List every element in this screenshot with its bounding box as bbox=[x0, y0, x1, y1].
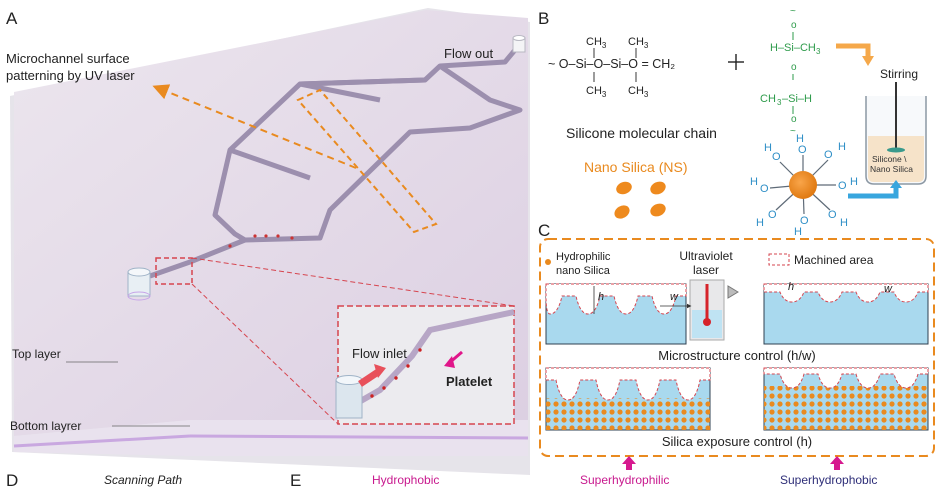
chip-side bbox=[14, 420, 528, 456]
microchannel-network bbox=[149, 42, 523, 279]
w-symbol-tall: w bbox=[670, 291, 679, 303]
svg-text:O: O bbox=[824, 149, 833, 161]
chip-edge-line-right bbox=[189, 434, 529, 440]
svg-text:H: H bbox=[838, 141, 846, 153]
flow-out-label: Flow out bbox=[444, 46, 494, 61]
zoom-inset: Flow inlet Platelet bbox=[335, 305, 515, 425]
chain-formula: ~ O–Si–O–Si–O = CH₂ bbox=[548, 57, 675, 71]
svg-text:H: H bbox=[850, 176, 858, 188]
svg-text:o: o bbox=[791, 20, 797, 31]
svg-text:O: O bbox=[838, 180, 847, 192]
legend-silica-dot bbox=[545, 259, 551, 265]
annotation-line1: Microchannel surface bbox=[6, 51, 130, 66]
w-symbol-short: w bbox=[884, 283, 893, 295]
svg-text:~: ~ bbox=[790, 6, 796, 17]
silica-caption: Silica exposure control (h) bbox=[662, 434, 812, 449]
svg-text:~: ~ bbox=[790, 126, 796, 137]
channel-platelet-dots bbox=[228, 234, 294, 248]
flow-inlet-arrow bbox=[358, 369, 380, 387]
svg-text:O: O bbox=[798, 144, 807, 156]
zoom-source-box bbox=[155, 257, 193, 285]
ch3-bottom-2: CH3 bbox=[628, 85, 649, 99]
svg-text:H: H bbox=[764, 142, 772, 154]
silicone-chain-label: Silicone molecular chain bbox=[566, 125, 717, 141]
platelet-arrow bbox=[444, 356, 455, 368]
annotation-line2: patterning by UV laser bbox=[6, 68, 135, 83]
zoom-connector-top bbox=[191, 257, 515, 307]
legend-machined-swatch bbox=[768, 253, 790, 266]
svg-text:o: o bbox=[791, 114, 797, 125]
svg-text:H: H bbox=[794, 226, 802, 238]
laser-pattern-region bbox=[296, 88, 438, 234]
microstructure-block-tall: h w bbox=[545, 283, 692, 345]
outlet-port bbox=[512, 35, 526, 53]
superhydrophilic-label: Superhydrophilic bbox=[580, 473, 669, 487]
nano-silica-label: Nano Silica (NS) bbox=[584, 159, 687, 175]
h-symbol-short: h bbox=[788, 281, 794, 293]
beaker-label-1: Silicone \ bbox=[872, 154, 907, 164]
ch3-top-1: CH3 bbox=[586, 36, 607, 50]
svg-text:–Si–H: –Si–H bbox=[782, 93, 812, 105]
panel-e-label: E bbox=[290, 471, 301, 490]
svg-text:CH: CH bbox=[760, 93, 776, 105]
panel-b-label: B bbox=[538, 9, 549, 28]
beaker: Silicone \ Nano Silica bbox=[865, 82, 927, 185]
nano-silica-particles bbox=[614, 181, 666, 219]
legend-hydrophilic-line2: nano Silica bbox=[556, 265, 611, 277]
superhydrophobic-label: Superhydrophobic bbox=[780, 473, 877, 487]
legend-machined-label: Machined area bbox=[794, 253, 874, 267]
svg-text:O: O bbox=[760, 183, 769, 195]
svg-text:H: H bbox=[796, 133, 804, 145]
hydrophobic-label: Hydrophobic bbox=[372, 473, 439, 487]
svg-text:H: H bbox=[756, 217, 764, 229]
silica-block-shallow bbox=[545, 367, 711, 431]
inlet-port bbox=[127, 267, 151, 301]
bottom-layer-label: Bottom layrer bbox=[10, 419, 81, 433]
uv-label-1: Ultraviolet bbox=[679, 249, 733, 263]
silica-block-deep bbox=[763, 367, 929, 431]
panel-c: C Hydrophilic nano Silica Machined area … bbox=[538, 221, 935, 457]
hydroxyl-arrow bbox=[848, 186, 899, 199]
ch3-top-2: CH3 bbox=[628, 36, 649, 50]
svg-text:3: 3 bbox=[777, 98, 782, 107]
svg-text:O: O bbox=[768, 209, 777, 221]
chip-edge-line bbox=[13, 434, 191, 448]
bottom-strip: D Scanning Path E Hydrophobic Superhydro… bbox=[6, 456, 877, 490]
flow-inlet-label: Flow inlet bbox=[352, 346, 407, 361]
svg-text:H: H bbox=[840, 217, 848, 229]
panel-b: B ~ O–Si–O–Si–O = CH₂ CH3 CH3 CH3 CH3 ~ … bbox=[538, 6, 927, 238]
svg-text:o: o bbox=[791, 62, 797, 73]
stirring-label: Stirring bbox=[880, 67, 918, 81]
svg-text:3: 3 bbox=[816, 47, 821, 56]
superhydrophobic-arrow bbox=[830, 456, 844, 470]
panel-c-frame bbox=[539, 238, 935, 457]
panel-d-label: D bbox=[6, 471, 18, 490]
svg-text:O: O bbox=[800, 215, 809, 227]
platelet-label: Platelet bbox=[446, 374, 493, 389]
beaker-label-2: Nano Silica bbox=[870, 164, 913, 174]
zoom-connector-bottom bbox=[191, 283, 339, 425]
svg-text:O: O bbox=[828, 209, 837, 221]
h-symbol-tall: h bbox=[598, 291, 604, 303]
panel-c-label: C bbox=[538, 221, 550, 240]
svg-text:O: O bbox=[772, 151, 781, 163]
microstructure-caption: Microstructure control (h/w) bbox=[658, 348, 815, 363]
superhydrophilic-arrow bbox=[622, 456, 636, 470]
uv-label-2: laser bbox=[693, 263, 719, 277]
panel-a: A bbox=[6, 8, 530, 475]
svg-text:H–Si–CH: H–Si–CH bbox=[770, 42, 816, 54]
panel-a-label: A bbox=[6, 9, 18, 28]
ch3-bottom-1: CH3 bbox=[586, 85, 607, 99]
scanning-path-title: Scanning Path bbox=[104, 473, 182, 487]
legend-hydrophilic-line1: Hydrophilic bbox=[556, 251, 611, 263]
top-layer-label: Top layer bbox=[12, 347, 61, 361]
mix-arrow bbox=[836, 43, 871, 58]
uv-laser-icon bbox=[675, 279, 739, 341]
svg-text:H: H bbox=[750, 176, 758, 188]
microstructure-block-short: h w bbox=[763, 281, 929, 345]
